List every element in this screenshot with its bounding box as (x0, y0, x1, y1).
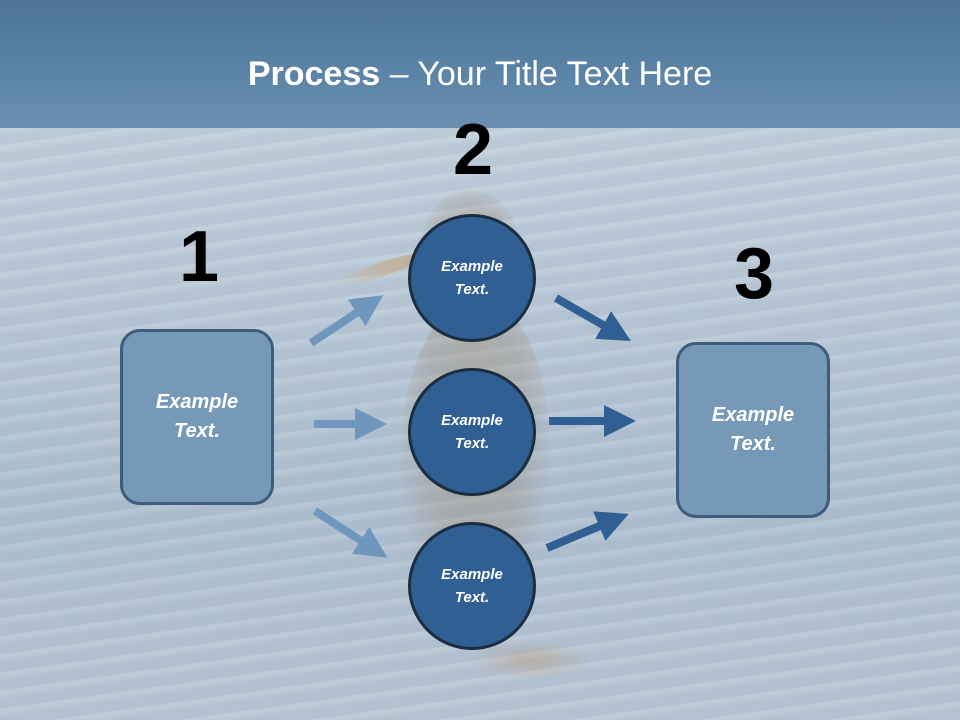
title-rest: – Your Title Text Here (380, 55, 713, 93)
arrow-top-to-right (554, 294, 631, 341)
arrow-left-to-top (308, 295, 384, 347)
title-bold: Process (247, 55, 381, 93)
circle-bottom-text: Example Text. (441, 566, 503, 606)
arrow-bottom-to-right (545, 511, 629, 552)
right-step-box[interactable]: Example Text. (676, 342, 830, 518)
slide-title: Process – Your Title Text Here (0, 52, 960, 96)
left-step-box[interactable]: Example Text. (120, 329, 274, 505)
title-band (0, 0, 960, 128)
left-box-text: Example Text. (155, 391, 239, 442)
step-number-2: 2 (452, 110, 494, 190)
circle-middle[interactable]: Example Text. (408, 368, 536, 496)
circle-bottom[interactable]: Example Text. (408, 522, 536, 650)
right-box-text: Example Text. (711, 404, 795, 455)
circle-top-text: Example Text. (441, 258, 503, 298)
arrow-left-to-bottom (312, 507, 388, 558)
step-number-3: 3 (733, 234, 775, 314)
circle-middle-text: Example Text. (441, 412, 503, 452)
step-number-1: 1 (178, 217, 220, 297)
circle-top[interactable]: Example Text. (408, 214, 536, 342)
